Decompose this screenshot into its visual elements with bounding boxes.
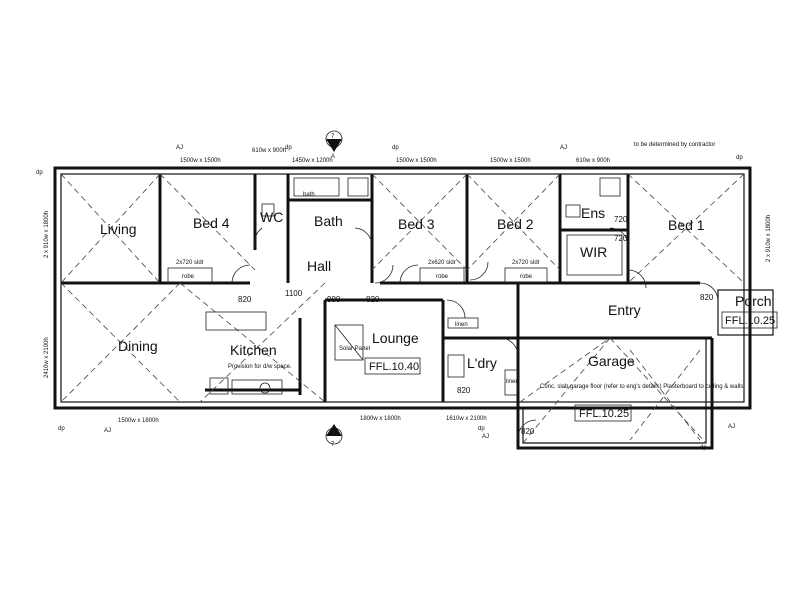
room-wir: WIR: [580, 244, 607, 260]
window-label: 1500w x 1500h: [180, 158, 221, 164]
room-entry: Entry: [608, 302, 641, 318]
linen-label: linen: [455, 322, 468, 328]
garage-note: Conc. slab garage floor (refer to eng's …: [540, 384, 743, 390]
section-marker-bottom: A 7: [325, 424, 343, 448]
porch-level: FFL.10.25: [725, 315, 775, 327]
room-bed2: Bed 2: [497, 216, 534, 232]
svg-text:AJ: AJ: [560, 145, 567, 151]
slider-label: 2x720 sldr: [512, 260, 540, 266]
fixtures: [167, 177, 623, 396]
svg-text:dp: dp: [392, 145, 399, 151]
room-bed4: Bed 4: [193, 215, 230, 231]
slider-label: 2x720 sldr: [176, 260, 204, 266]
outer-walls: [53, 166, 774, 450]
door-size: 820: [366, 295, 380, 304]
solar-panel-box: [334, 324, 364, 361]
door-size: 720: [614, 234, 628, 243]
window-label: 2410w x 2100h: [44, 337, 50, 378]
room-hall: Hall: [307, 258, 331, 274]
svg-text:AJ: AJ: [176, 145, 183, 151]
svg-text:AJ: AJ: [728, 424, 735, 430]
door-size: 900: [327, 295, 341, 304]
robe-label: robe: [520, 274, 533, 280]
room-dining: Dining: [118, 338, 158, 354]
robe-label: robe: [436, 274, 449, 280]
svg-text:7: 7: [331, 442, 335, 448]
window-label: 610w x 900h: [252, 148, 286, 154]
downpipes: dp dp dp dp dp dp dp: [36, 145, 743, 451]
window-label: 1500w x 1500h: [490, 158, 531, 164]
window-label: 2 x 910w x 1800h: [766, 215, 772, 262]
door-size: 1100: [285, 289, 303, 298]
room-wc: WC: [260, 209, 283, 225]
door-size: 820: [457, 386, 471, 395]
island-bench: [205, 311, 267, 331]
slider-label: 2x620 sldr: [428, 260, 456, 266]
door-size: 820: [700, 293, 714, 302]
room-kitchen: Kitchen: [230, 342, 277, 358]
linen-label: linen: [506, 379, 519, 385]
door-size: 820: [521, 427, 535, 436]
room-laundry: L'dry: [467, 355, 497, 371]
room-garage: Garage: [588, 353, 635, 369]
window-label: 1500w x 1500h: [396, 158, 437, 164]
room-porch: Porch: [735, 293, 772, 309]
lounge-level: FFL.10.40: [369, 361, 419, 373]
window-label: 1610w x 2100h: [446, 416, 487, 422]
svg-text:dp: dp: [36, 170, 43, 176]
robe-label: robe: [182, 274, 195, 280]
window-label: 1450w x 1200h: [292, 158, 333, 164]
window-label: 1800w x 1800h: [360, 416, 401, 422]
svg-text:dp: dp: [478, 426, 485, 432]
svg-text:dp: dp: [700, 445, 707, 451]
room-living: Living: [100, 221, 137, 237]
dw-provision-label: Provision for d/w space.: [228, 364, 292, 370]
window-label: 2 x 910w x 1800h: [44, 211, 50, 258]
svg-text:7: 7: [331, 134, 335, 140]
svg-text:dp: dp: [58, 426, 65, 432]
svg-text:AJ: AJ: [482, 434, 489, 440]
room-bath: Bath: [314, 213, 343, 229]
svg-text:AJ: AJ: [104, 428, 111, 434]
interior-walls: [61, 174, 712, 402]
bath-fixture-label: bath: [303, 192, 315, 198]
svg-text:dp: dp: [285, 145, 292, 151]
door-size: 820: [238, 295, 252, 304]
section-marker-top: 7 A: [325, 130, 343, 160]
roof-lines: [60, 173, 745, 444]
contractor-note: to be determined by contractor: [634, 142, 715, 148]
room-bed3: Bed 3: [398, 216, 435, 232]
aj-markers: AJ AJ AJ AJ AJ: [104, 145, 735, 440]
room-ens: Ens: [581, 205, 605, 221]
doors: [231, 227, 719, 439]
svg-text:A: A: [331, 154, 335, 160]
svg-text:dp: dp: [736, 155, 743, 161]
solar-panel-label: Solar Panel: [339, 346, 370, 352]
window-label: 610w x 900h: [576, 158, 610, 164]
svg-text:A: A: [331, 429, 335, 435]
room-lounge: Lounge: [372, 330, 419, 346]
garage-level: FFL.10.25: [579, 408, 629, 420]
door-size: 720: [614, 215, 628, 224]
window-label: 1500w x 1800h: [118, 418, 159, 424]
room-bed1: Bed 1: [668, 217, 705, 233]
